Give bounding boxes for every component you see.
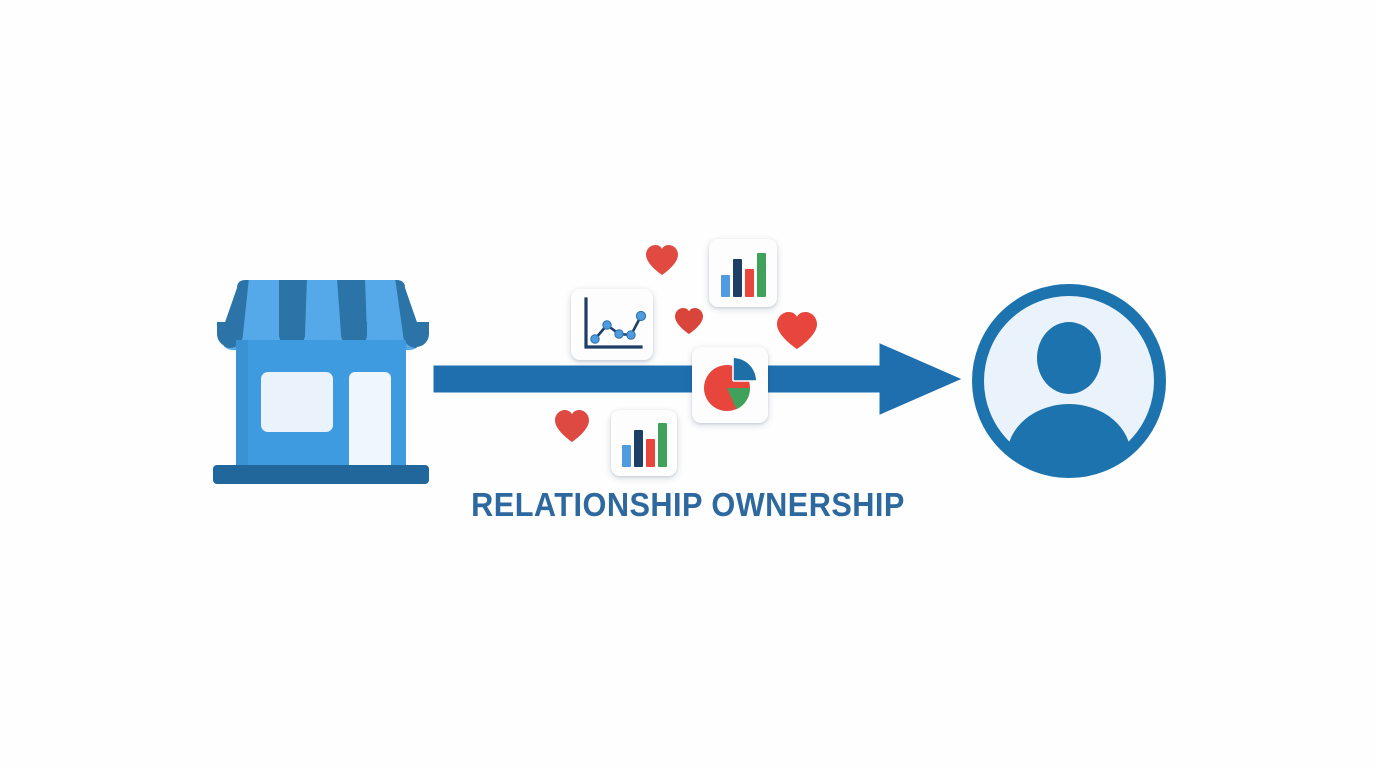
relationship-ownership-label: RELATIONSHIP OWNERSHIP bbox=[471, 486, 905, 523]
heart-icon bbox=[555, 410, 589, 442]
bar-chart-card-bottom[interactable] bbox=[611, 410, 677, 476]
store-base bbox=[213, 465, 429, 484]
bar-chart-card-top[interactable] bbox=[709, 239, 777, 307]
bar-chart-graphic bbox=[721, 253, 766, 297]
line-chart-card[interactable] bbox=[571, 289, 653, 360]
heart-icon bbox=[777, 312, 817, 349]
bar-chart-graphic bbox=[622, 423, 667, 467]
store-window bbox=[261, 372, 333, 432]
pie-chart-card[interactable] bbox=[692, 347, 768, 423]
pie-chart-graphic bbox=[704, 358, 756, 411]
page-title: RELATIONSHIP OWNERSHIP bbox=[48, 486, 1328, 524]
store-door bbox=[349, 372, 391, 472]
customer-avatar-icon bbox=[972, 284, 1166, 478]
store-body-shading bbox=[236, 340, 248, 472]
heart-icon bbox=[675, 308, 703, 334]
line-chart-graphic bbox=[584, 297, 647, 349]
storefront-icon bbox=[205, 278, 437, 488]
heart-icon bbox=[646, 245, 678, 275]
